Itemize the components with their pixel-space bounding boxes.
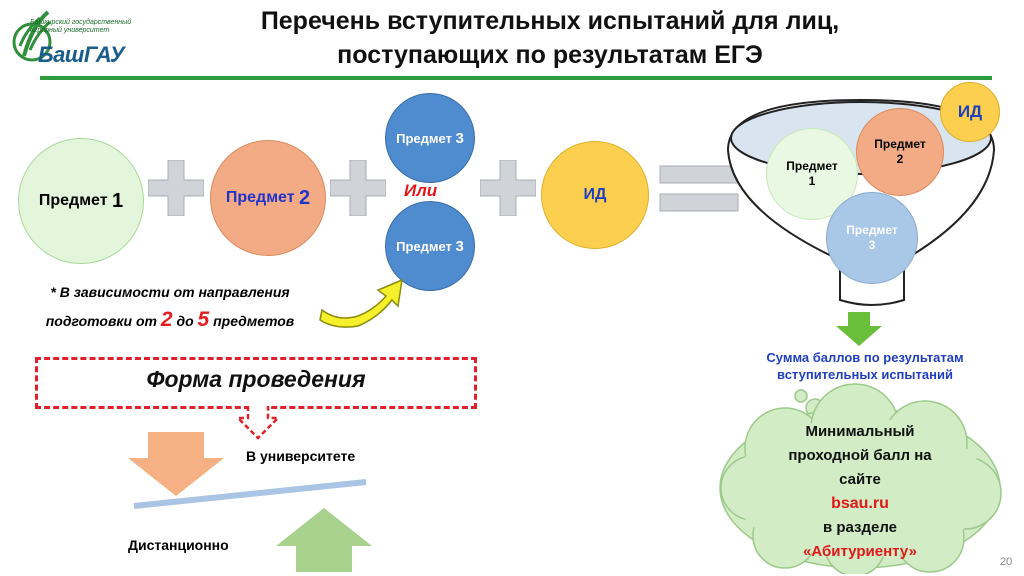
form-heading: Форма проведения xyxy=(146,366,366,392)
subject1-num: 1 xyxy=(112,189,124,212)
header-divider xyxy=(40,76,992,80)
score-sum-label: Сумма баллов по результатам вступительны… xyxy=(730,349,1000,383)
subject3-bottom-num: 3 xyxy=(455,237,464,255)
note-line-2: подготовки от 2 до 5 предметов xyxy=(10,306,330,335)
site-link[interactable]: bsau.ru xyxy=(831,495,889,512)
balance-line-icon xyxy=(133,479,367,509)
cloud-line-3: сайте xyxy=(839,471,881,488)
subject2-word: Предмет xyxy=(225,189,295,206)
funnel-subject3-num: 3 xyxy=(868,238,876,252)
note-word-to: до xyxy=(176,313,194,329)
funnel-subject2-circle: Предмет 2 xyxy=(856,108,944,196)
min-score-text: Минимальный проходной балл на сайте bsau… xyxy=(760,420,960,564)
subject3-circle-bottom: Предмет 3 xyxy=(385,201,475,291)
dashed-down-arrow-icon xyxy=(236,406,280,440)
funnel-subject2-word: Предмет xyxy=(874,137,926,151)
plus-icon-2 xyxy=(330,160,386,216)
sum-line-2: вступительных испытаний xyxy=(777,367,953,382)
note-suffix: предметов xyxy=(213,313,295,329)
logo-line-1: Башкирский государственный xyxy=(30,19,132,26)
sum-line-1: Сумма баллов по результатам xyxy=(766,350,964,365)
subject3-top-word: Предмет xyxy=(396,130,452,146)
down-arrow-icon xyxy=(836,312,882,346)
id-circle: ИД xyxy=(541,141,649,249)
note-prefix: подготовки от xyxy=(45,313,157,329)
curved-arrow-icon xyxy=(319,278,403,328)
subject3-top-num: 3 xyxy=(455,129,464,147)
page-number: 20 xyxy=(1000,556,1013,568)
funnel-id-circle: ИД xyxy=(940,82,1000,142)
subject3-circle-top: Предмет 3 xyxy=(385,93,475,183)
subject2-circle: Предмет 2 xyxy=(210,140,326,256)
funnel-subject3-word: Предмет xyxy=(846,223,898,237)
logo-line-2: аграрный университет xyxy=(30,27,110,34)
cloud-icon xyxy=(719,383,1002,574)
orange-down-arrow-icon xyxy=(128,432,224,496)
id-label: ИД xyxy=(583,186,607,203)
equals-icon xyxy=(659,165,739,212)
logo xyxy=(10,6,150,70)
section-link[interactable]: «Абитуриенту» xyxy=(803,543,917,560)
option-university: В университете xyxy=(246,448,356,464)
subject1-word: Предмет xyxy=(38,192,108,209)
logo-name: БашГАУ xyxy=(38,42,125,67)
note-num-from: 2 xyxy=(160,308,173,331)
subject3-bottom-word: Предмет xyxy=(396,238,452,254)
funnel-subject1-num: 1 xyxy=(808,174,816,188)
funnel-subject2-num: 2 xyxy=(896,152,904,166)
title-line-1: Перечень вступительных испытаний для лиц… xyxy=(260,7,840,35)
cloud-line-2: проходной балл на xyxy=(788,447,932,464)
title-line-2: поступающих по результатам ЕГЭ xyxy=(337,41,763,69)
funnel-id-label: ИД xyxy=(957,102,983,121)
cloud-line-5: в разделе xyxy=(822,519,898,536)
logo-wheat-icon xyxy=(12,10,52,62)
subject2-num: 2 xyxy=(299,186,311,209)
subject1-circle: Предмет 1 xyxy=(18,138,144,264)
logo-university-name: Башкирский государственный аграрный унив… xyxy=(30,19,131,35)
plus-icon-1 xyxy=(148,160,204,216)
or-label: Или xyxy=(404,181,438,200)
funnel-subject3-circle: Предмет 3 xyxy=(826,192,918,284)
green-up-arrow-icon xyxy=(276,508,372,572)
funnel-subject1-word: Предмет xyxy=(786,159,838,173)
option-remote: Дистанционно xyxy=(128,537,229,553)
page-title: Перечень вступительных испытаний для лиц… xyxy=(150,4,950,72)
cloud-line-1: Минимальный xyxy=(805,423,915,440)
note-num-to: 5 xyxy=(197,308,210,331)
subjects-note: * В зависимости от направления подготовк… xyxy=(10,278,330,335)
note-line-1: * В зависимости от направления xyxy=(50,284,290,300)
plus-icon-3 xyxy=(480,160,536,216)
